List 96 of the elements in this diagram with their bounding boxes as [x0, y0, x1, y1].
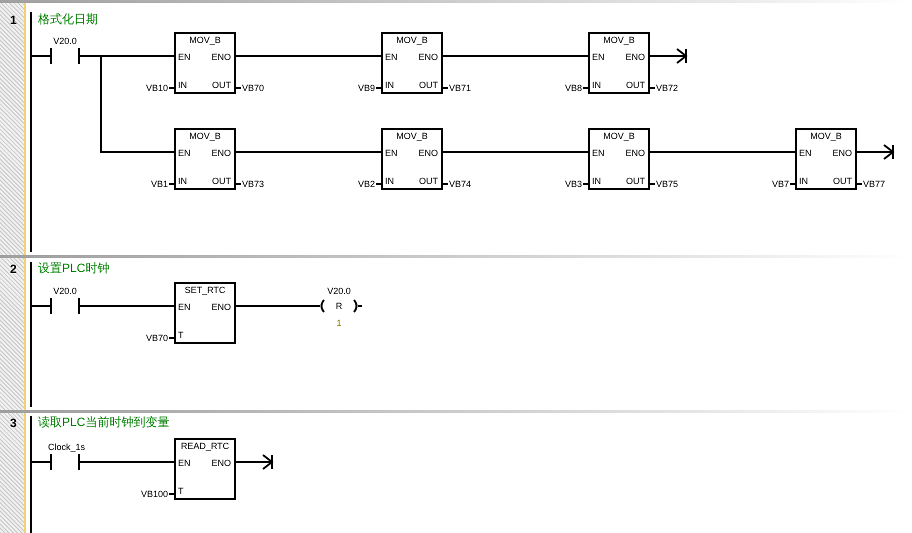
- operand-label: VB73: [242, 179, 264, 189]
- rung-number: 2: [10, 262, 17, 276]
- operand-label: VB9: [358, 83, 375, 93]
- operand-label: VB74: [449, 179, 472, 189]
- power-flow-line: [236, 305, 316, 307]
- power-flow-line: [82, 461, 174, 463]
- function-block: [174, 32, 236, 94]
- operand-label: VB8: [564, 83, 582, 93]
- pin-label: OUT: [212, 176, 231, 186]
- block-name: MOV_B: [188, 131, 222, 141]
- pin-label: EN: [178, 458, 191, 468]
- operand-label: VB1: [150, 179, 168, 189]
- operand-label: VB2: [358, 179, 375, 189]
- pin-label: T: [178, 330, 184, 340]
- operand-label: VB7: [772, 179, 789, 189]
- power-flow-line: [857, 144, 894, 160]
- operand-label: VB75: [656, 179, 678, 189]
- rung-comment: 读取PLC当前时钟到变量: [38, 414, 170, 431]
- power-flow-line: [82, 305, 174, 307]
- pin-label: EN: [178, 148, 191, 158]
- function-block: [174, 438, 236, 500]
- function-block: [588, 128, 650, 190]
- power-flow-line: [236, 454, 273, 470]
- power-flow-line: [32, 55, 48, 57]
- pin-label: IN: [178, 176, 187, 186]
- pin-label: IN: [178, 80, 187, 90]
- block-name: MOV_B: [395, 35, 429, 45]
- pin-label: ENO: [211, 302, 231, 312]
- function-block: [381, 32, 443, 94]
- block-name: MOV_B: [188, 35, 222, 45]
- rung-comment: 设置PLC时钟: [38, 260, 110, 277]
- block-name: READ_RTC: [180, 441, 230, 451]
- power-flow-line: [82, 55, 174, 153]
- function-block: [174, 128, 236, 190]
- coil-instruction: R: [334, 301, 344, 311]
- pin-label: ENO: [418, 148, 438, 158]
- pin-label: EN: [385, 148, 398, 158]
- block-name: MOV_B: [602, 131, 636, 141]
- pin-label: ENO: [211, 52, 231, 62]
- pin-label: IN: [592, 80, 601, 90]
- pin-label: OUT: [626, 176, 645, 186]
- block-name: MOV_B: [395, 131, 429, 141]
- block-name: MOV_B: [602, 35, 636, 45]
- rung-number: 1: [10, 13, 17, 27]
- pin-label: ENO: [625, 52, 645, 62]
- function-block: [174, 282, 236, 344]
- contact-address: V20.0: [52, 286, 78, 296]
- pin-label: IN: [385, 176, 394, 186]
- pin-label: EN: [385, 52, 398, 62]
- operand-label: VB70: [146, 333, 168, 343]
- power-flow-line: [32, 461, 48, 463]
- rung-comment: 格式化日期: [38, 11, 98, 28]
- operand-label: VB70: [242, 83, 264, 93]
- operand-label: VB3: [564, 179, 582, 189]
- operand-label: VB77: [863, 179, 886, 189]
- pin-label: OUT: [212, 80, 231, 90]
- pin-label: EN: [592, 148, 605, 158]
- power-flow-line: [236, 151, 381, 153]
- pin-label: T: [178, 486, 184, 496]
- block-name: SET_RTC: [184, 285, 226, 295]
- pin-label: EN: [592, 52, 605, 62]
- rung-number: 3: [10, 416, 17, 430]
- contact-symbol: [48, 36, 82, 66]
- pin-label: OUT: [419, 176, 438, 186]
- pin-label: IN: [385, 80, 394, 90]
- operand-label: VB71: [449, 83, 472, 93]
- contact-symbol: [48, 286, 82, 316]
- pin-label: EN: [799, 148, 812, 158]
- pin-label: ENO: [211, 148, 231, 158]
- pin-label: ENO: [418, 52, 438, 62]
- power-flow-line: [443, 55, 588, 57]
- pin-label: IN: [799, 176, 808, 186]
- pin-label: OUT: [626, 80, 645, 90]
- pin-label: ENO: [832, 148, 852, 158]
- pin-label: IN: [592, 176, 601, 186]
- function-block: [795, 128, 857, 190]
- pin-label: EN: [178, 52, 191, 62]
- pin-label: ENO: [211, 458, 231, 468]
- pin-label: OUT: [833, 176, 852, 186]
- function-block: [588, 32, 650, 94]
- pin-label: EN: [178, 302, 191, 312]
- power-flow-line: [443, 151, 588, 153]
- operand-label: VB100: [140, 489, 168, 499]
- power-flow-line: [32, 305, 48, 307]
- block-name: MOV_B: [809, 131, 843, 141]
- coil-address: V20.0: [326, 286, 352, 296]
- power-flow-line: [650, 151, 795, 153]
- pin-label: OUT: [419, 80, 438, 90]
- contact-address: V20.0: [52, 36, 78, 46]
- pin-label: ENO: [625, 148, 645, 158]
- coil-count: 1: [335, 318, 342, 328]
- power-flow-line: [650, 48, 687, 64]
- function-block: [381, 128, 443, 190]
- operand-label: VB10: [146, 83, 168, 93]
- operand-label: VB72: [656, 83, 678, 93]
- power-flow-line: [236, 55, 381, 57]
